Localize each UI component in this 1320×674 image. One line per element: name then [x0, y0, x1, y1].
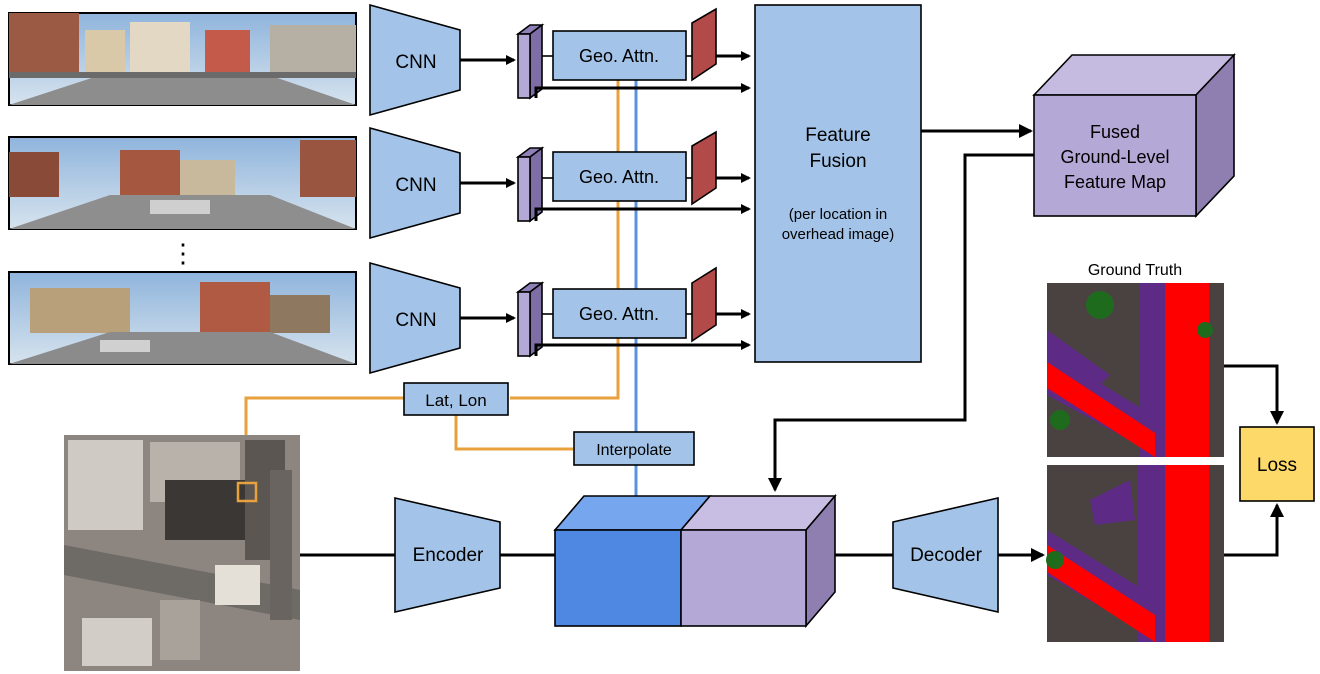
svg-text:Decoder: Decoder	[910, 545, 982, 566]
attention-slab-1	[691, 7, 717, 82]
svg-text:Interpolate: Interpolate	[596, 442, 672, 459]
svg-text:Feature: Feature	[805, 125, 870, 146]
geo-attn-block-1: Geo. Attn.	[552, 30, 687, 81]
svg-text:Ground-Level: Ground-Level	[1060, 147, 1169, 167]
svg-text:overhead image): overhead image)	[782, 226, 895, 243]
panorama-1	[8, 12, 357, 106]
overhead-image	[64, 435, 300, 671]
svg-text:CNN: CNN	[395, 310, 436, 331]
decoder-block: Decoder	[892, 496, 999, 614]
svg-text:CNN: CNN	[395, 52, 436, 73]
fused-feature-map-cube: Fused Ground-Level Feature Map	[1032, 52, 1236, 219]
panorama-3	[8, 271, 357, 365]
geo-attn-block-2: Geo. Attn.	[552, 151, 687, 202]
svg-text:Fused: Fused	[1090, 122, 1140, 142]
attention-slab-2	[691, 130, 717, 206]
lat-lon-box: Lat, Lon	[403, 382, 509, 416]
panorama-2	[8, 136, 357, 230]
svg-text:Encoder: Encoder	[413, 545, 484, 566]
cnn-block-1: CNN	[369, 3, 461, 117]
loss-box: Loss	[1239, 426, 1315, 502]
svg-text:Geo. Attn.: Geo. Attn.	[579, 46, 659, 66]
svg-text:Fusion: Fusion	[809, 151, 866, 172]
interpolate-box: Interpolate	[573, 431, 695, 466]
svg-text:Geo. Attn.: Geo. Attn.	[579, 304, 659, 324]
prediction-map	[1046, 465, 1224, 642]
orange-latlon-to-interpolate	[454, 414, 573, 451]
ground-truth-label: Ground Truth	[1088, 262, 1182, 279]
svg-text:Feature Map: Feature Map	[1064, 172, 1166, 192]
svg-text:Loss: Loss	[1257, 455, 1297, 476]
encoder-block: Encoder	[394, 496, 501, 614]
ground-truth-map	[1047, 283, 1224, 457]
svg-text:(per location in: (per location in	[789, 206, 887, 223]
feature-slab-3	[515, 281, 545, 358]
attention-slab-3	[691, 266, 717, 343]
panorama-ellipsis: ⋮	[170, 238, 196, 268]
feature-slab-2	[515, 146, 545, 223]
svg-text:CNN: CNN	[395, 175, 436, 196]
cnn-block-2: CNN	[369, 126, 461, 240]
geo-attn-block-3: Geo. Attn.	[552, 288, 687, 339]
feature-fusion-block: Feature Fusion (per location in overhead…	[754, 4, 922, 363]
concatenated-volume	[553, 493, 837, 629]
svg-text:Lat, Lon: Lat, Lon	[425, 391, 486, 410]
svg-text:Geo. Attn.: Geo. Attn.	[579, 167, 659, 187]
cnn-block-3: CNN	[369, 261, 461, 375]
